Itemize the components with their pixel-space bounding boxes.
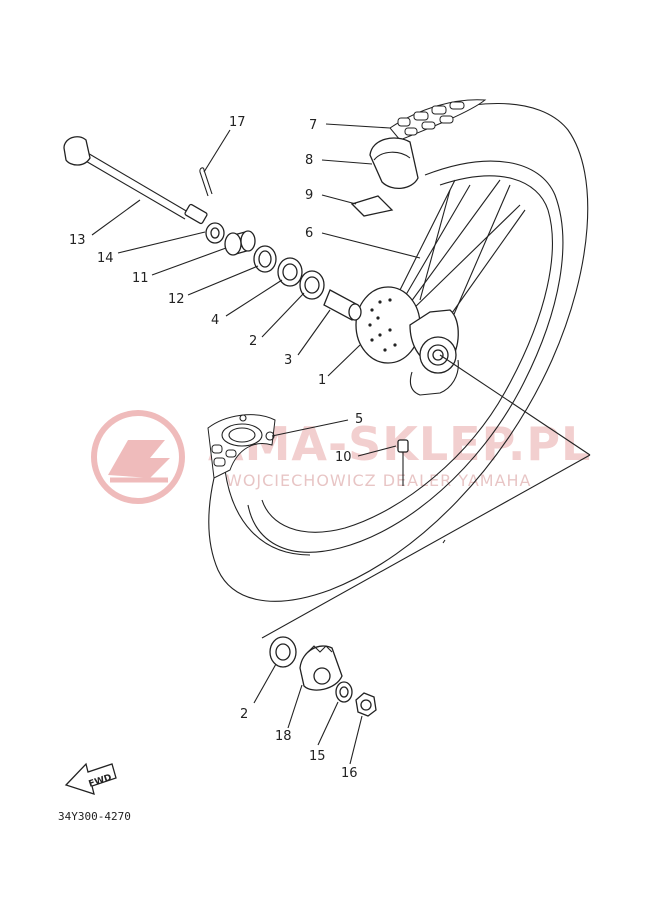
fwd-arrow: FWD [64,762,117,795]
callout-6: 6 [305,226,313,241]
spacer-3 [323,289,362,321]
tread-blocks-top [397,101,465,136]
callout-4: 4 [211,313,219,328]
callout-11: 11 [132,271,149,286]
callout-8: 8 [305,153,313,168]
callout-2-upper: 2 [249,334,257,349]
callout-14: 14 [97,251,114,266]
part-code: 34Y300-4270 [58,810,131,823]
collar-11 [224,230,256,256]
watermark-logo-icon [91,410,185,504]
callout-2-lower: 2 [240,707,248,722]
watermark-sub-text: WOJCIECHOWICZ DEALER YAMAHA [226,471,532,490]
speedometer-gear-18 [299,645,343,691]
rim-band-9 [350,195,394,217]
bearing-4 [277,257,303,287]
callout-1: 1 [318,373,326,388]
callout-18: 18 [275,729,292,744]
callout-labels: 17 7 8 9 6 13 14 11 12 4 2 3 1 5 10 2 18… [69,115,363,781]
valve-10 [397,439,409,486]
hub [355,286,459,396]
callout-16: 16 [341,766,358,781]
bearing-2-lower [269,636,297,668]
bearing-2-upper [299,270,325,300]
nut-16 [355,692,377,717]
tube-8 [369,137,419,189]
tread-blocks-bottom [211,444,237,467]
callout-12: 12 [168,292,185,307]
callout-10: 10 [335,450,352,465]
exploded-guide-lines [261,354,591,639]
callout-3: 3 [284,353,292,368]
washer-14 [205,222,225,244]
callout-17: 17 [229,115,246,130]
callout-13: 13 [69,233,86,248]
oil-seal-12 [253,245,277,273]
tire-and-rim [207,99,589,602]
spokes [394,179,526,336]
callout-9: 9 [305,188,313,203]
callout-5: 5 [355,412,363,427]
washer-15 [335,681,353,703]
leader-lines [91,123,421,765]
axle [63,136,208,225]
cotter-pin [199,167,213,197]
callout-7: 7 [309,118,317,133]
fwd-arrow-icon [64,762,117,795]
callout-15: 15 [309,749,326,764]
